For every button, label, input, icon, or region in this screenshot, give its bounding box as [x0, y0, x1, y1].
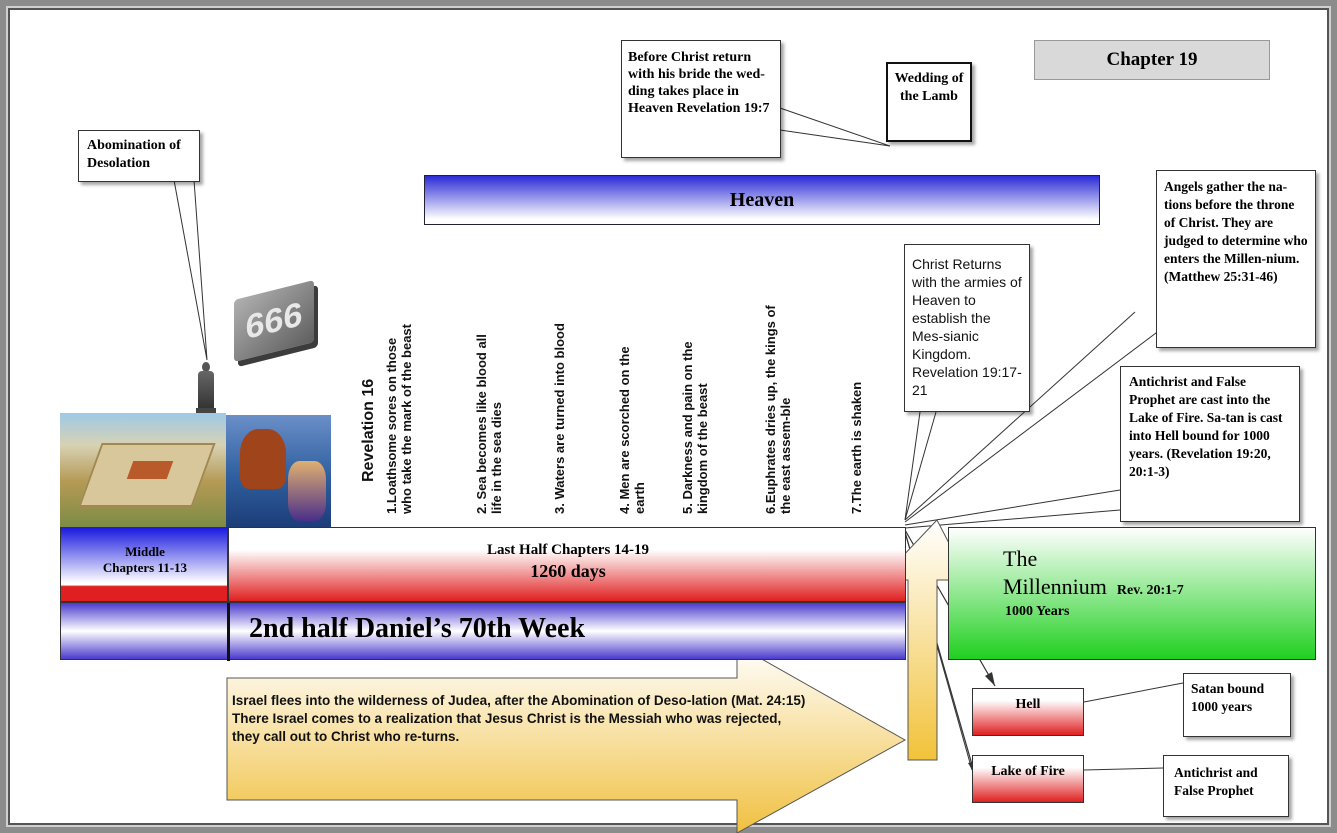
revelation-16-title: Revelation 16	[360, 378, 377, 482]
bowl-2: 2. Sea becomes like blood all life in th…	[474, 334, 504, 514]
antichrist-cast-callout: Antichrist and False Prophet are cast in…	[1120, 366, 1300, 522]
israel-flees-text: Israel flees into the wilderness of Jude…	[232, 693, 806, 744]
angels-gather-callout: Angels gather the na-tions before the th…	[1156, 170, 1316, 348]
temple-image	[60, 413, 226, 527]
last-half-label: Last Half Chapters 14-19	[486, 542, 650, 558]
millennium-years: 1000 Years	[1005, 604, 1070, 619]
beast-image	[226, 415, 331, 527]
middle-block: Middle Chapters 11-13	[60, 527, 228, 602]
bowl-7: 7.The earth is shaken	[849, 381, 864, 514]
chapter-label: Chapter 19	[1034, 40, 1270, 80]
bowl-5: 5. Darkness and pain on the kingdom of t…	[680, 341, 710, 514]
antichrist-false-prophet-note: Antichrist and False Prophet	[1163, 755, 1289, 817]
week-label: 2nd half Daniel’s 70th Week	[249, 613, 586, 644]
middle-chapters: Chapters 11-13	[102, 560, 188, 575]
satan-bound-note: Satan bound 1000 years	[1183, 673, 1291, 737]
statue-image	[196, 362, 216, 414]
millennium-the: The	[1003, 546, 1038, 571]
last-half-days: 1260 days	[530, 561, 606, 581]
abomination-callout: Abomination of Desolation	[78, 130, 200, 182]
heaven-label: Heaven	[729, 188, 795, 211]
middle-label: Middle	[125, 544, 165, 559]
week-bar: 2nd half Daniel’s 70th Week	[60, 602, 906, 661]
wedding-of-the-lamb-label: Wedding of the Lamb	[886, 62, 972, 142]
last-half-bar: Last Half Chapters 14-19 1260 days	[228, 527, 906, 602]
heaven-bar: Heaven	[424, 175, 1100, 225]
millennium-ref: Rev. 20:1-7	[1116, 583, 1184, 598]
lake-of-fire-box: Lake of Fire	[972, 755, 1084, 803]
bowl-3: 3. Waters are turned into blood	[552, 323, 567, 514]
christ-returns-callout: Christ Returns with the armies of Heaven…	[904, 244, 1030, 412]
hell-box: Hell	[972, 688, 1084, 736]
bowl-1: 1.Loathsome sores on those who take the …	[384, 324, 414, 514]
wedding-callout: Before Christ return with his bride the …	[621, 40, 781, 158]
millennium-name: Millennium	[1003, 574, 1107, 599]
bowl-6: 6.Euphrates dries up, the kings of the e…	[763, 305, 793, 514]
bowl-4: 4. Men are scorched on the earth	[617, 346, 647, 514]
millennium-block: The Millennium Rev. 20:1-7 1000 Years	[948, 527, 1316, 660]
